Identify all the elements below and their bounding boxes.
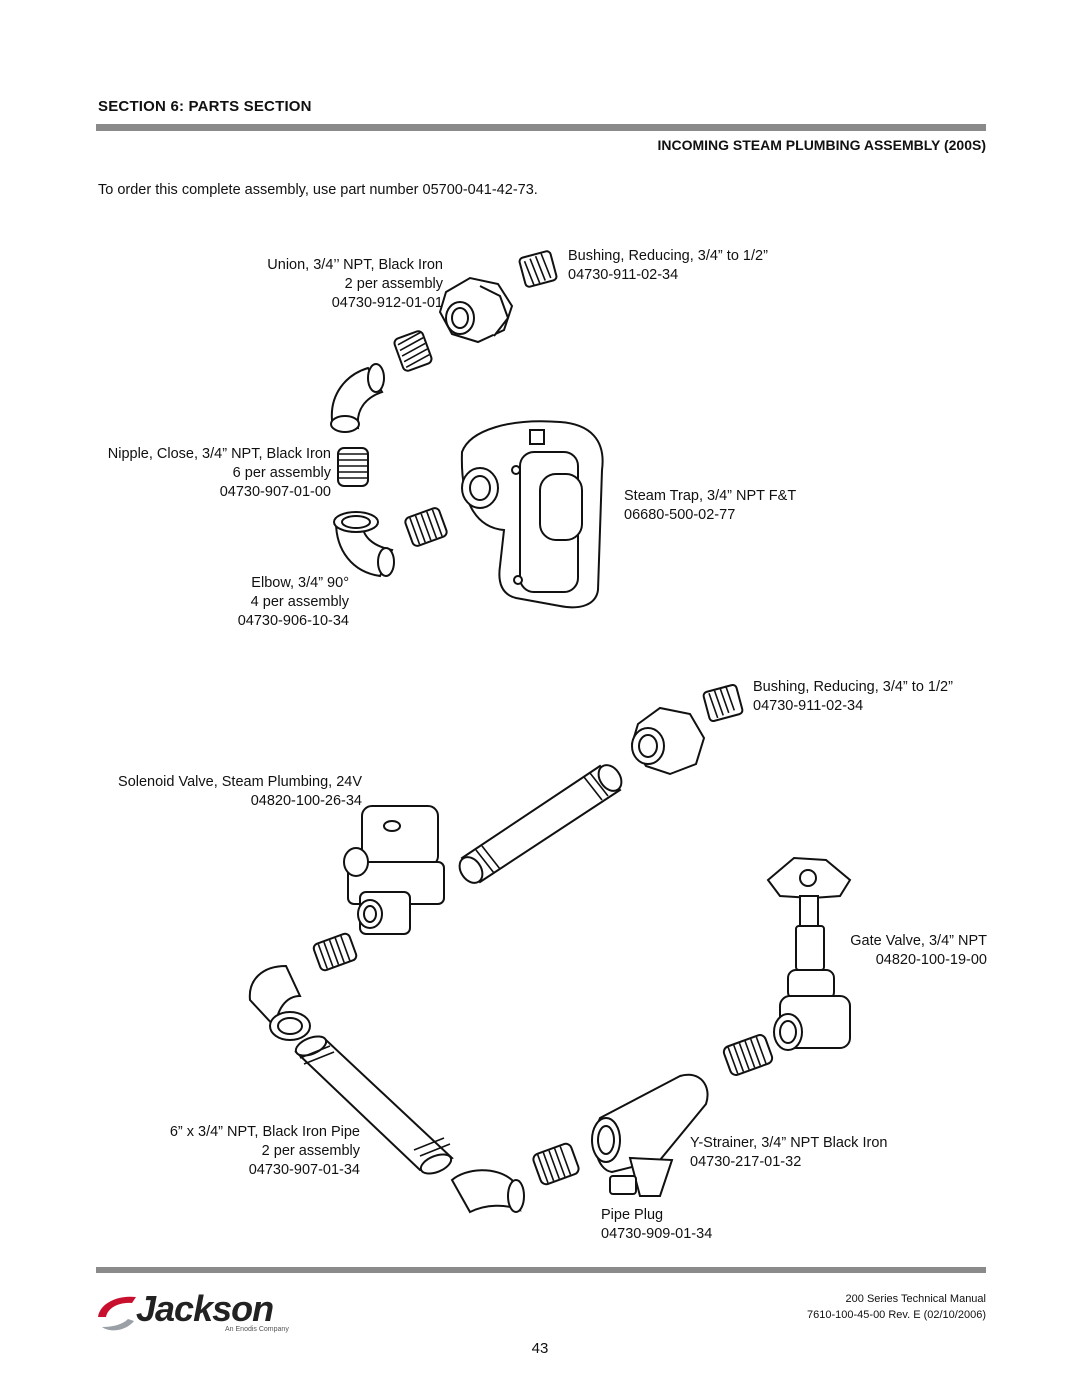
nipple-label: Nipple, Close, 3/4” NPT, Black Iron 6 pe…	[108, 445, 331, 502]
elbow-part-number: 04730-906-10-34	[237, 613, 349, 629]
y-strainer-part-number: 04730-217-01-32	[690, 1154, 802, 1170]
jackson-logo-tagline: An Enodis Company	[225, 1326, 289, 1333]
y-strainer-label: Y-Strainer, 3/4” NPT Black Iron 04730-21…	[690, 1134, 887, 1172]
pipe-illustration	[458, 764, 623, 884]
elbow-illustration	[248, 964, 311, 1041]
pipe-illustration	[294, 1035, 454, 1175]
pipe-plug-part-number: 04730-909-01-34	[601, 1226, 713, 1242]
elbow-illustration	[330, 363, 385, 433]
union-illustration	[438, 276, 514, 344]
jackson-logo-swoosh-icon	[98, 1296, 136, 1331]
nipple-name: Nipple, Close, 3/4” NPT, Black Iron	[107, 446, 331, 462]
union-qty: 2 per assembly	[344, 276, 443, 292]
solenoid-name: Solenoid Valve, Steam Plumbing, 24V	[118, 774, 362, 790]
nipple-illustration	[532, 1142, 580, 1186]
footer-divider	[96, 1267, 986, 1273]
nipple-part-number: 04730-907-01-00	[219, 484, 331, 500]
elbow-qty: 4 per assembly	[250, 594, 349, 610]
gate-valve-name: Gate Valve, 3/4” NPT	[850, 933, 987, 949]
section-title: SECTION 6: PARTS SECTION	[98, 98, 312, 115]
gate-valve-part-number: 04820-100-19-00	[875, 952, 987, 968]
union-name: Union, 3/4’’ NPT, Black Iron	[267, 257, 443, 273]
assembly-title: INCOMING STEAM PLUMBING ASSEMBLY (200S)	[657, 137, 986, 153]
bushing-top-name: Bushing, Reducing, 3/4” to 1/2”	[568, 248, 768, 264]
y-strainer-illustration	[591, 1073, 709, 1197]
nipple-illustration	[404, 507, 448, 547]
header-divider	[96, 124, 986, 131]
elbow-illustration	[450, 1169, 525, 1214]
nipple-qty: 6 per assembly	[232, 465, 331, 481]
bushing-top-part-number: 04730-911-02-34	[568, 267, 679, 283]
parts-diagram	[248, 250, 852, 1214]
nipple-illustration	[312, 932, 358, 972]
steam-trap-part-number: 06680-500-02-77	[624, 507, 736, 523]
pipe-plug-name: Pipe Plug	[601, 1207, 664, 1223]
pipe-plug-label: Pipe Plug 04730-909-01-34	[601, 1206, 712, 1244]
elbow-name: Elbow, 3/4” 90°	[251, 575, 349, 591]
solenoid-label: Solenoid Valve, Steam Plumbing, 24V 0482…	[118, 773, 362, 811]
gate-valve-label: Gate Valve, 3/4” NPT 04820-100-19-00	[850, 932, 987, 970]
union-label: Union, 3/4’’ NPT, Black Iron 2 per assem…	[267, 256, 443, 313]
steam-trap-label: Steam Trap, 3/4” NPT F&T 06680-500-02-77	[624, 487, 796, 525]
pipe-name: 6” x 3/4” NPT, Black Iron Pipe	[169, 1124, 360, 1140]
intro-text: To order this complete assembly, use par…	[98, 182, 538, 198]
elbow-label: Elbow, 3/4” 90° 4 per assembly 04730-906…	[238, 574, 349, 631]
union-part-number: 04730-912-01-01	[331, 295, 443, 311]
jackson-logo-wordmark: Jackson	[136, 1288, 274, 1329]
nipple-illustration	[393, 330, 433, 372]
pipe-qty: 2 per assembly	[261, 1143, 360, 1159]
solenoid-valve-illustration	[343, 805, 445, 935]
page-number: 43	[531, 1340, 549, 1357]
union-illustration	[630, 706, 706, 776]
document-number: 7610-100-45-00 Rev. E (02/10/2006)	[807, 1309, 986, 1321]
steam-trap-name: Steam Trap, 3/4” NPT F&T	[624, 488, 797, 504]
steam-trap-illustration	[460, 420, 604, 609]
y-strainer-name: Y-Strainer, 3/4” NPT Black Iron	[690, 1135, 888, 1151]
bushing-lower-part-number: 04730-911-02-34	[753, 698, 864, 714]
gate-valve-illustration	[766, 856, 852, 1051]
nipple-illustration	[722, 1034, 774, 1076]
bushing-top-label: Bushing, Reducing, 3/4” to 1/2” 04730-91…	[568, 247, 768, 285]
bushing-lower-label: Bushing, Reducing, 3/4” to 1/2” 04730-91…	[753, 678, 953, 716]
bushing-reducing-illustration	[518, 250, 558, 288]
pipe-label: 6” x 3/4” NPT, Black Iron Pipe 2 per ass…	[170, 1123, 360, 1180]
elbow-illustration	[333, 511, 395, 578]
bushing-reducing-illustration	[702, 684, 744, 722]
nipple-illustration	[337, 447, 369, 487]
manual-title: 200 Series Technical Manual	[845, 1293, 986, 1305]
pipe-part-number: 04730-907-01-34	[248, 1162, 360, 1178]
bushing-lower-name: Bushing, Reducing, 3/4” to 1/2”	[753, 679, 953, 695]
solenoid-part-number: 04820-100-26-34	[250, 793, 362, 809]
